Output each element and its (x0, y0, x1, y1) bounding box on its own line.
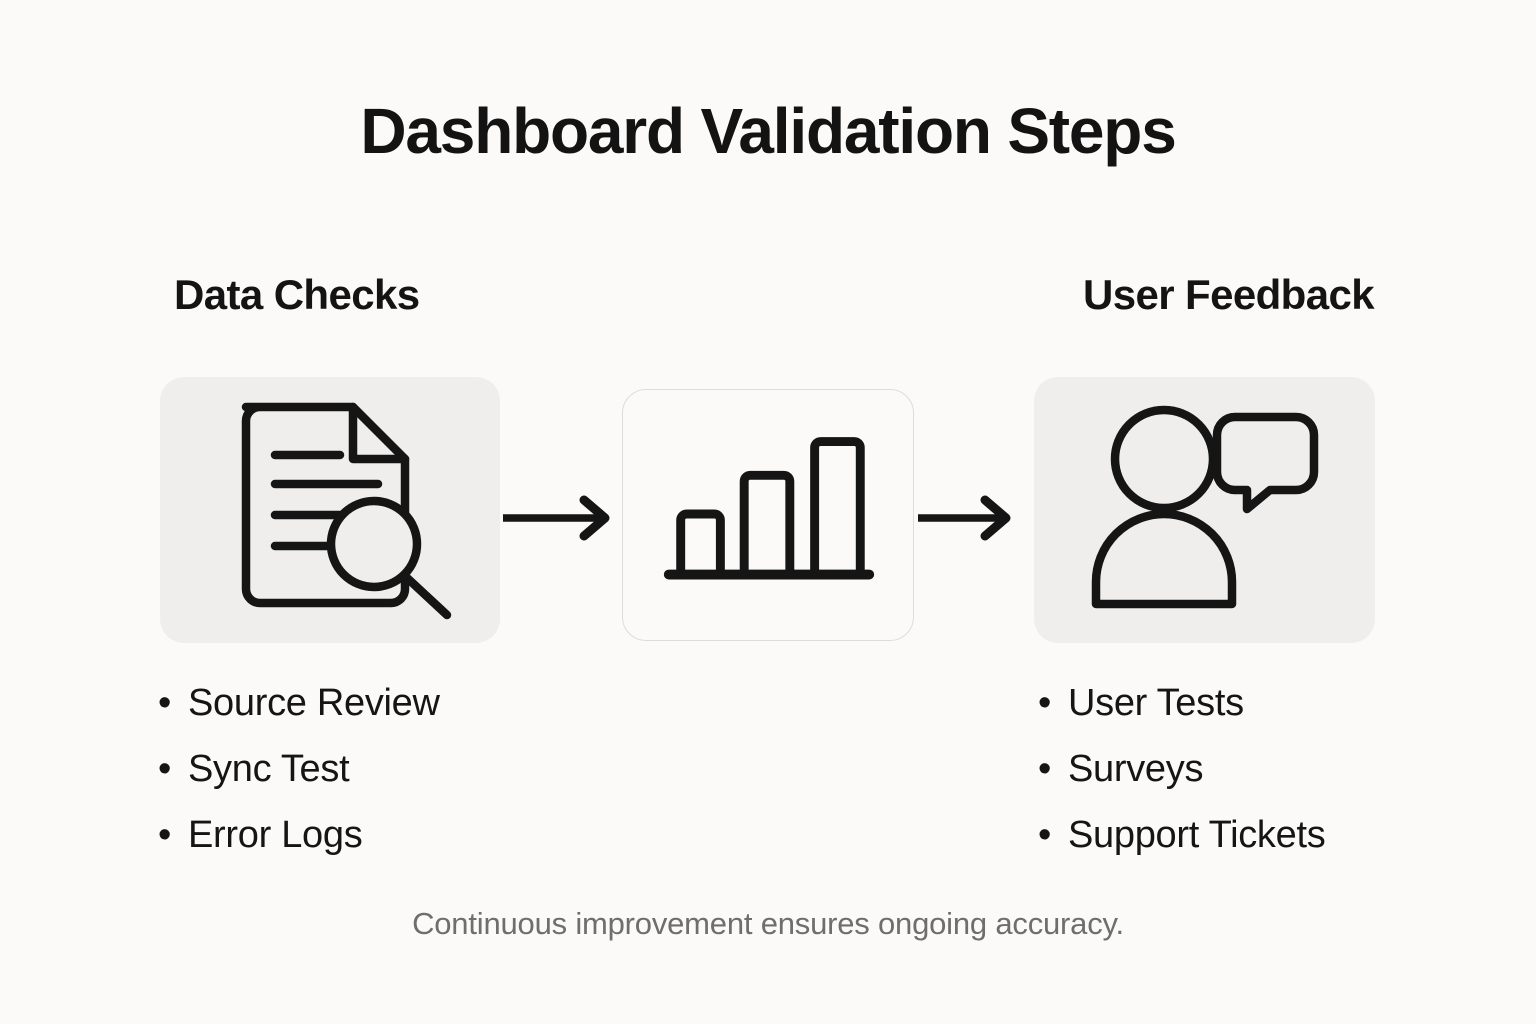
bullet-marker: • (1038, 748, 1052, 790)
card-dashboard (622, 389, 914, 641)
bullet-list-data-checks: • Source Review • Sync Test • Error Logs (158, 684, 440, 882)
bullet-marker: • (158, 682, 172, 724)
list-item: • Support Tickets (1038, 814, 1326, 856)
bullet-list-user-feedback: • User Tests • Surveys • Support Tickets (1038, 684, 1326, 882)
bullet-marker: • (158, 814, 172, 856)
footer-caption: Continuous improvement ensures ongoing a… (412, 906, 1124, 941)
list-item: • User Tests (1038, 684, 1325, 722)
arrow-2 (915, 487, 1020, 547)
list-item: • Sync Test (158, 750, 440, 788)
bullet-marker: • (1038, 682, 1052, 724)
list-item-label: Error Logs (188, 814, 363, 856)
arrow-1 (500, 487, 620, 547)
list-item-label: Source Review (188, 682, 440, 724)
list-item-label: Surveys (1068, 748, 1204, 790)
column-heading-user-feedback: User Feedback (1082, 271, 1375, 318)
list-item-label: Support Tickets (1068, 814, 1326, 856)
column-heading-data-checks: Data Checks (174, 271, 420, 318)
list-item-label: Sync Test (188, 748, 350, 790)
card-data-checks (160, 377, 500, 643)
bullet-marker: • (1038, 814, 1052, 856)
list-item: • Error Logs (158, 816, 440, 854)
user-feedback-icon (1091, 405, 1319, 609)
list-item: • Source Review (158, 684, 440, 722)
arrow-right-icon (503, 495, 610, 541)
list-item-label: User Tests (1068, 682, 1244, 724)
bar-chart-icon (663, 437, 875, 580)
arrow-right-icon (918, 495, 1011, 541)
document-search-icon (241, 402, 452, 620)
list-item: • Surveys (1038, 750, 1325, 788)
page-title: Dashboard Validation Steps (360, 95, 1176, 167)
card-user-feedback (1034, 377, 1375, 643)
bullet-marker: • (158, 748, 172, 790)
